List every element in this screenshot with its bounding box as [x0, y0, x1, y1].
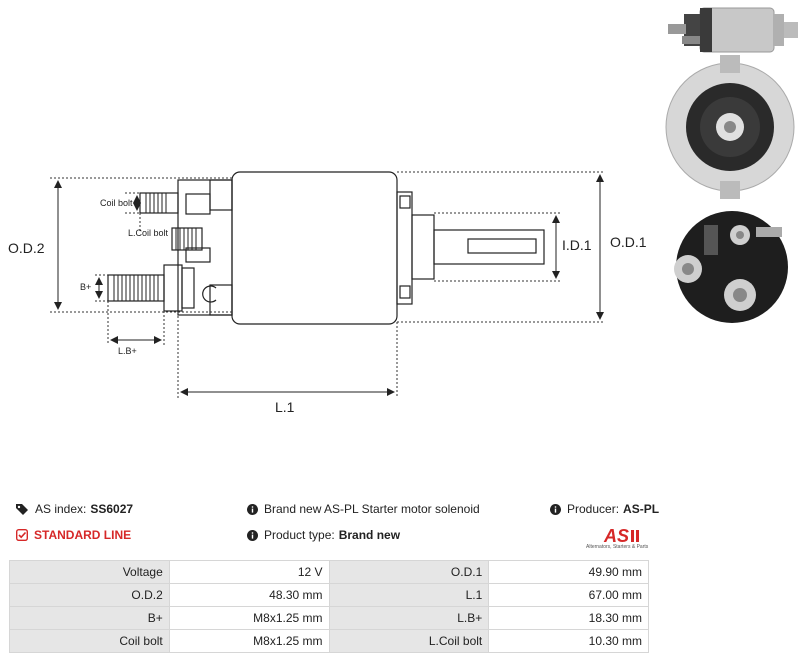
spec-label: B+	[9, 606, 170, 630]
info-icon	[247, 503, 258, 515]
product-photo-back	[674, 211, 788, 323]
id1-label: I.D.1	[562, 237, 592, 253]
check-square-icon	[16, 529, 28, 541]
description-text: Brand new AS-PL Starter motor solenoid	[264, 502, 480, 516]
as-index-value: SS6027	[90, 502, 134, 516]
product-type-value: Brand new	[338, 528, 401, 542]
spec-value: 12 V	[168, 560, 330, 584]
od1-label: O.D.1	[610, 234, 647, 250]
producer: Producer: AS-PL	[550, 502, 659, 516]
coil-bolt-label: Coil bolt	[100, 198, 133, 208]
spec-value: 67.00 mm	[488, 583, 649, 607]
spec-label: Coil bolt	[9, 629, 170, 653]
spec-value: 48.30 mm	[168, 583, 330, 607]
product-photo-side	[668, 7, 798, 53]
as-pl-logo: AS	[603, 526, 639, 546]
solenoid-body	[231, 171, 398, 325]
spec-label: O.D.1	[328, 560, 490, 584]
as-index-label: AS index:	[35, 502, 87, 516]
technical-drawing: O.D.2 O.D.1 I.D.1 L.1 Coil bolt L.Coil b…	[8, 171, 647, 415]
plunger	[411, 214, 435, 280]
l-coil-bolt-label: L.Coil bolt	[128, 228, 169, 238]
standard-line-label: STANDARD LINE	[34, 528, 132, 542]
spec-label: L.B+	[328, 606, 490, 630]
spec-value: 10.30 mm	[488, 629, 649, 653]
l1-label: L.1	[275, 399, 295, 415]
producer-label: Producer:	[567, 502, 620, 516]
spec-label: L.Coil bolt	[328, 629, 490, 653]
terminal-cap	[177, 179, 233, 316]
producer-value: AS-PL	[623, 502, 660, 516]
description: Brand new AS-PL Starter motor solenoid	[247, 502, 480, 516]
product-type-label: Product type:	[264, 528, 335, 542]
as-index: AS index: SS6027	[16, 502, 133, 516]
logo-tagline: Alternators, Starters & Parts	[586, 544, 649, 550]
l-b-plus-label: L.B+	[118, 346, 137, 356]
spec-value: M8x1.25 mm	[168, 606, 330, 630]
spec-label: L.1	[328, 583, 490, 607]
info-icon	[550, 503, 561, 515]
info-icon	[247, 529, 258, 541]
svg-text:AS: AS	[603, 526, 629, 546]
tag-icon	[16, 503, 28, 515]
spec-label: Voltage	[9, 560, 170, 584]
spec-label: O.D.2	[9, 583, 170, 607]
spec-value: 18.30 mm	[488, 606, 649, 630]
standard-line: STANDARD LINE	[16, 528, 131, 542]
info-row-1: AS index: SS6027 Brand new AS-PL Starter…	[0, 502, 800, 522]
od2-label: O.D.2	[8, 240, 45, 256]
b-plus-label: B+	[80, 282, 91, 292]
spec-value: M8x1.25 mm	[168, 629, 330, 653]
spec-value: 49.90 mm	[488, 560, 649, 584]
product-photo-front	[665, 55, 795, 199]
b-plus-bolt	[107, 274, 165, 302]
product-type: Product type: Brand new	[247, 528, 400, 542]
info-row-2: STANDARD LINE Product type: Brand new	[0, 528, 800, 548]
